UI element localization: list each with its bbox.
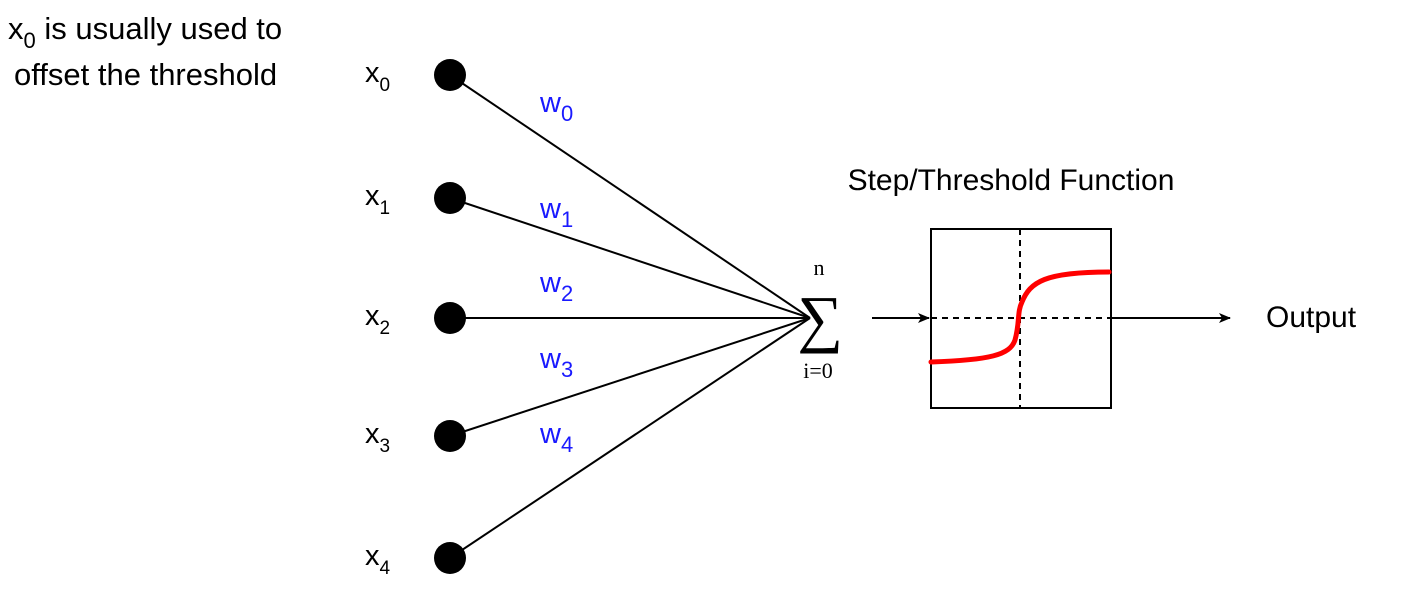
note-line-1: x0 is usually used to xyxy=(8,11,282,53)
summation-block: n ∑ i=0 xyxy=(797,255,843,383)
weight-label-0: w0 xyxy=(539,87,573,126)
input-node-0 xyxy=(434,59,466,91)
output-label: Output xyxy=(1266,301,1357,334)
input-label-4: x4 xyxy=(365,540,391,579)
threshold-offset-note: x0 is usually used to offset the thresho… xyxy=(8,11,282,92)
activation-curve xyxy=(928,269,1112,365)
activation-title: Step/Threshold Function xyxy=(848,164,1175,197)
note-line-2: offset the threshold xyxy=(14,57,277,92)
connection-line-4 xyxy=(449,317,811,559)
activation-function-box xyxy=(928,228,1112,409)
input-label-0: x0 xyxy=(365,57,390,96)
weight-label-4: w4 xyxy=(539,418,573,457)
weight-label-2: w2 xyxy=(539,267,573,306)
connection-line-3 xyxy=(449,317,811,437)
sigma-icon: ∑ xyxy=(797,283,843,354)
weight-label-3: w3 xyxy=(539,343,573,382)
connection-line-1 xyxy=(449,197,811,319)
input-node-4 xyxy=(434,542,466,574)
input-node-1 xyxy=(434,182,466,214)
input-label-2: x2 xyxy=(365,300,390,339)
summation-upper-limit: n xyxy=(814,255,825,280)
input-node-2 xyxy=(434,302,466,334)
weighted-connections xyxy=(449,74,811,559)
input-nodes xyxy=(434,59,466,574)
input-label-3: x3 xyxy=(365,418,390,457)
summation-lower-limit: i=0 xyxy=(803,358,833,383)
input-labels: x0 x1 x2 x3 x4 xyxy=(365,57,391,579)
weight-labels: w0 w1 w2 w3 w4 xyxy=(539,87,573,457)
input-label-1: x1 xyxy=(365,180,390,219)
weight-label-1: w1 xyxy=(539,193,573,232)
input-node-3 xyxy=(434,420,466,452)
connection-line-0 xyxy=(449,74,811,319)
